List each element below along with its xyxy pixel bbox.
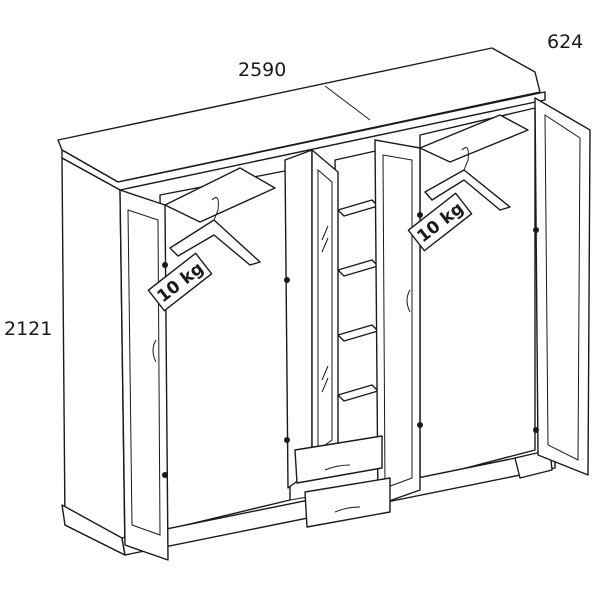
mirror-door-left bbox=[284, 149, 313, 489]
left-door-inset bbox=[127, 209, 161, 536]
weight-label-left bbox=[147, 252, 213, 312]
right-center-door-inset bbox=[382, 154, 413, 489]
right-door-handle bbox=[406, 289, 411, 313]
drawer-lower bbox=[304, 477, 391, 528]
mirror-door-right bbox=[311, 149, 339, 471]
width-dimension: 2590 bbox=[238, 59, 286, 81]
hinges bbox=[162, 212, 539, 478]
top-shelf-left bbox=[164, 167, 276, 223]
mirror-glass bbox=[317, 168, 333, 451]
top-shelf-right bbox=[419, 114, 529, 163]
top-seam bbox=[324, 85, 371, 121]
far-right-door bbox=[534, 97, 591, 476]
left-door bbox=[119, 189, 169, 561]
weight-label-right bbox=[407, 192, 473, 252]
drawer-lower-handle bbox=[334, 506, 361, 513]
side-panel bbox=[61, 157, 126, 556]
drawer-upper-handle bbox=[324, 464, 351, 471]
far-right-door-inset bbox=[544, 114, 581, 461]
depth-dimension: 624 bbox=[547, 31, 583, 53]
mirror-reflection bbox=[321, 225, 329, 393]
interior-left bbox=[159, 169, 291, 531]
drawer-upper bbox=[294, 435, 383, 484]
left-door-handle bbox=[152, 339, 157, 363]
interior-right bbox=[419, 107, 536, 481]
height-dimension: 2121 bbox=[4, 318, 52, 340]
interior-middle bbox=[334, 149, 381, 451]
